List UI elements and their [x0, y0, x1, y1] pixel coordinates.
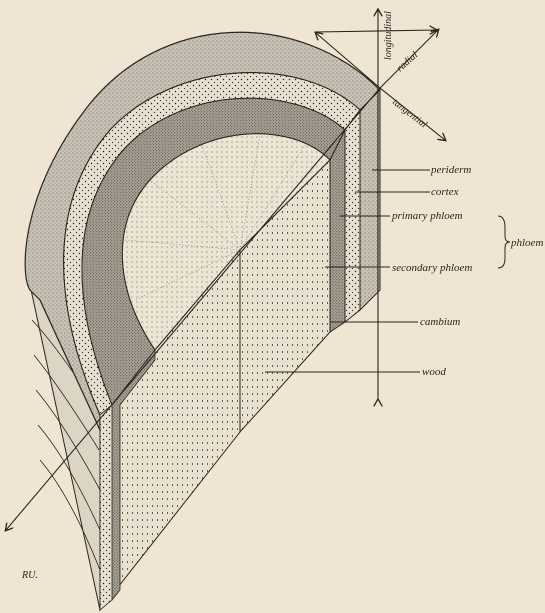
axis-label-longitudinal: longitudinal	[383, 11, 394, 60]
axis-label-tangential: tangential	[390, 97, 429, 131]
label-phloem: phloem	[510, 237, 543, 249]
phloem-strip	[330, 130, 345, 332]
axis-label-radial: radial	[395, 50, 421, 75]
radial-axis	[315, 30, 436, 32]
front-cut-cortex	[100, 405, 112, 610]
label-periderm: periderm	[430, 164, 471, 176]
label-primary-phloem: primary phloem	[391, 210, 463, 222]
periderm-strip	[360, 90, 380, 310]
label-cortex: cortex	[431, 186, 459, 198]
signature: RU.	[21, 570, 38, 581]
label-secondary-phloem: secondary phloem	[392, 262, 472, 274]
label-wood: wood	[422, 366, 446, 378]
phloem-brace	[498, 216, 510, 268]
label-cambium: cambium	[420, 316, 460, 328]
